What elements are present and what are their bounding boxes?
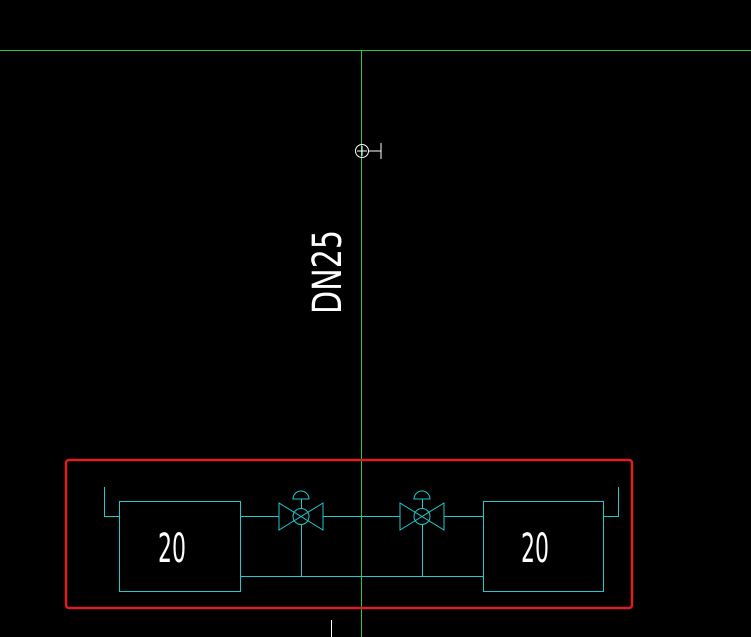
right-valve-ball <box>413 508 431 525</box>
pipe-size-label: DN25 <box>305 230 351 314</box>
right-box-label: 20 <box>521 526 549 572</box>
highlight-selection-box[interactable] <box>64 458 634 610</box>
right-valve-body-left <box>399 502 423 531</box>
left-valve-ball <box>292 508 310 525</box>
equipment-assembly <box>104 487 619 592</box>
left-valve-body-right <box>300 502 324 531</box>
pipe-lines <box>0 50 751 637</box>
right-valve-actuator-icon <box>413 490 431 500</box>
left-equipment-box[interactable] <box>119 501 241 592</box>
left-valve-body-left <box>278 502 302 531</box>
right-valve-body-right <box>421 502 445 531</box>
left-control-valve[interactable] <box>278 490 324 531</box>
right-control-valve[interactable] <box>399 490 445 531</box>
left-valve-actuator-icon <box>292 490 310 500</box>
right-equipment-box[interactable] <box>483 501 604 592</box>
left-box-label: 20 <box>158 526 186 572</box>
riser-symbol[interactable] <box>355 143 382 159</box>
